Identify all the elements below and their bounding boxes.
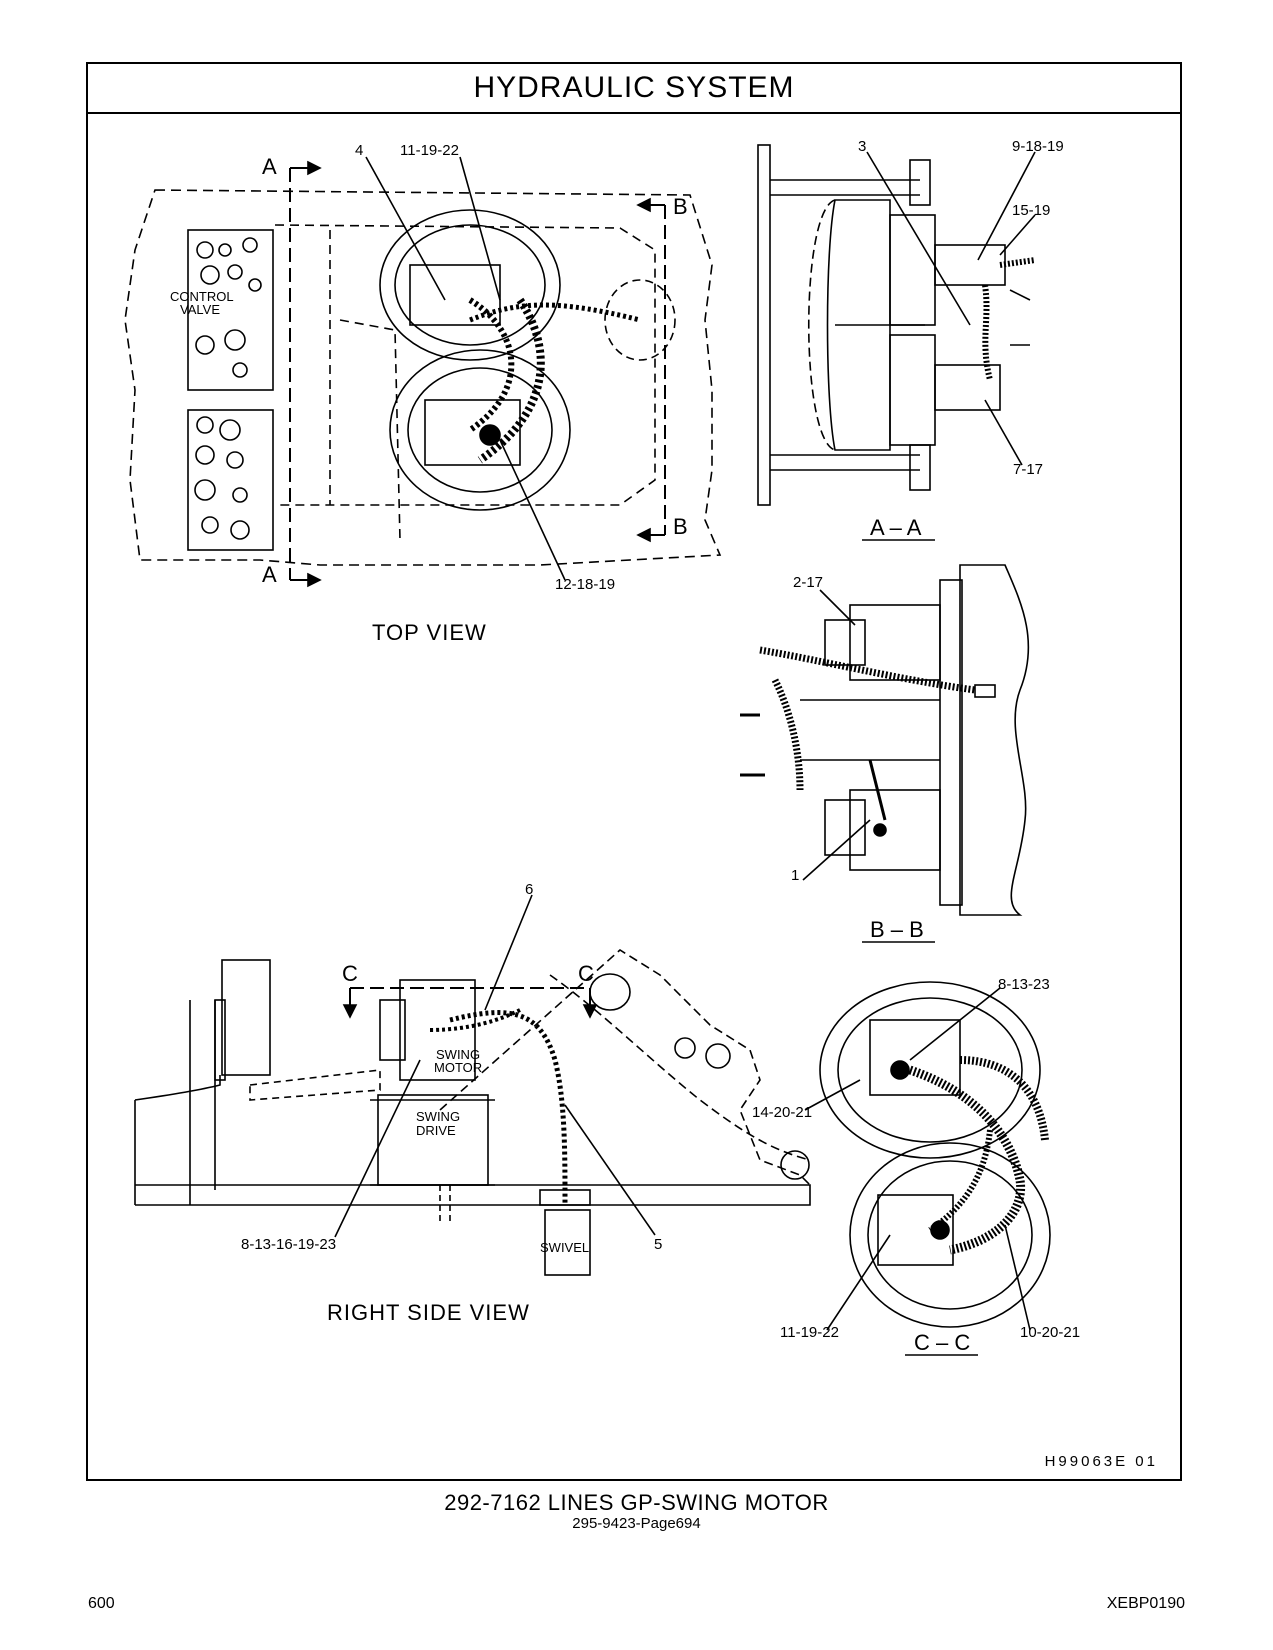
- figure-caption: 292-7162 LINES GP-SWING MOTOR: [444, 1490, 829, 1515]
- callout-12-18-19: 12-18-19: [555, 576, 616, 593]
- callout-4: 4: [355, 142, 364, 159]
- top-view-swing-motors: [379, 209, 641, 511]
- right-side-view-drawing: [134, 894, 811, 1276]
- swing-drive-label-line1: SWING: [416, 1109, 461, 1124]
- section-bb-drawing: [740, 564, 1030, 916]
- right-side-view-label: RIGHT SIDE VIEW: [327, 1300, 530, 1325]
- callout-11-19-22-cc: 11-19-22: [780, 1324, 839, 1341]
- illustration-code: H99063E 01: [1044, 1453, 1158, 1470]
- callout-8-13-16-19-23: 8-13-16-19-23: [241, 1236, 337, 1253]
- section-marker-a-bottom: A: [262, 562, 277, 587]
- section-aa-drawing: [757, 144, 1036, 506]
- swing-motor-label-line1: SWING: [436, 1047, 481, 1062]
- section-marker-a-top: A: [262, 154, 277, 179]
- control-valve-label-line2: VALVE: [180, 302, 220, 317]
- diagram-frame: HYDRAULIC SYSTEM: [86, 62, 1182, 1481]
- callout-6: 6: [525, 881, 534, 898]
- control-valve: [187, 229, 274, 551]
- callout-8-13-23: 8-13-23: [998, 976, 1050, 993]
- callout-15-19: 15-19: [1012, 202, 1051, 219]
- callout-1: 1: [791, 867, 800, 884]
- section-aa-label: A – A: [870, 515, 922, 540]
- figure-subcaption: 295-9423-Page694: [572, 1515, 701, 1532]
- section-marker-c-right: C: [578, 961, 594, 986]
- callout-10-20-21: 10-20-21: [1020, 1324, 1081, 1341]
- callout-14-20-21: 14-20-21: [752, 1104, 813, 1121]
- callout-3: 3: [858, 138, 867, 155]
- control-valve-label-line1: CONTROL: [170, 289, 234, 304]
- section-marker-b-bottom: B: [673, 514, 688, 539]
- section-marker-b-top: B: [673, 194, 688, 219]
- section-marker-c-left: C: [342, 961, 358, 986]
- callout-5: 5: [654, 1236, 663, 1253]
- document-code: XEBP0190: [1106, 1595, 1185, 1612]
- swing-motor-label-line2: MOTOR: [434, 1060, 483, 1075]
- section-bb-label: B – B: [870, 917, 924, 942]
- page-number: 600: [88, 1595, 115, 1612]
- page-title: HYDRAULIC SYSTEM: [88, 64, 1180, 114]
- callout-7-17: 7-17: [1013, 461, 1044, 478]
- callout-2-17: 2-17: [793, 574, 824, 591]
- swing-drive-label-line2: DRIVE: [416, 1123, 456, 1138]
- section-cc-label: C – C: [914, 1330, 971, 1355]
- top-view-label: TOP VIEW: [372, 620, 487, 645]
- swivel-label: SWIVEL: [540, 1240, 590, 1255]
- top-view-drawing: [124, 156, 722, 588]
- callout-9-18-19: 9-18-19: [1012, 138, 1064, 155]
- section-cc-drawing: [804, 981, 1051, 1331]
- callout-11-19-22-top: 11-19-22: [400, 142, 459, 159]
